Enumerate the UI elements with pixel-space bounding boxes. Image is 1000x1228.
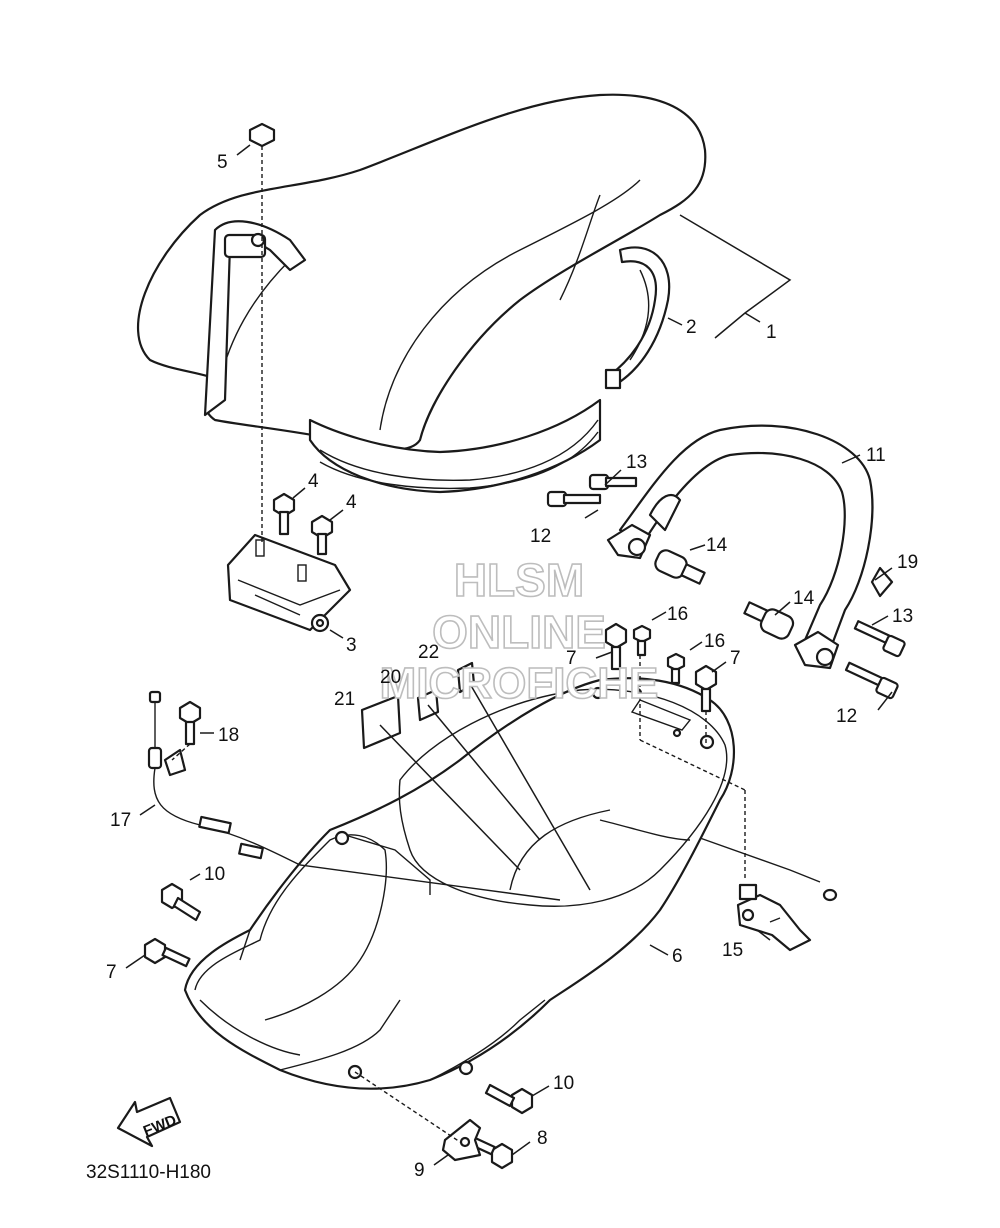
callout-10a: 10 xyxy=(204,864,225,885)
callout-4b: 4 xyxy=(346,492,357,513)
callout-9: 9 xyxy=(414,1160,425,1181)
hinge-stud xyxy=(297,564,307,582)
seat xyxy=(136,93,707,451)
seat-hinge xyxy=(226,533,352,633)
label-19-sticker xyxy=(870,566,894,598)
seat-hinge-bracket xyxy=(203,220,307,417)
callout-5: 5 xyxy=(217,152,228,173)
callout-17: 17 xyxy=(110,810,131,831)
callout-16a: 16 xyxy=(667,604,688,625)
bracket-9 xyxy=(441,1118,482,1162)
callout-1: 1 xyxy=(766,322,777,343)
callout-19: 19 xyxy=(897,552,918,573)
callout-20: 20 xyxy=(380,667,401,688)
watermark-line1: HLSM xyxy=(454,554,584,606)
leader-line xyxy=(379,724,521,871)
leader-line xyxy=(465,676,591,891)
bolt-7-upper-right xyxy=(694,664,718,713)
callout-2: 2 xyxy=(686,317,697,338)
bolt-12-upper xyxy=(546,490,602,508)
leader-line xyxy=(427,704,541,841)
seat-lock-cable xyxy=(147,690,838,902)
watermark-line3: MICROFICHE xyxy=(380,659,659,708)
seat-base xyxy=(308,398,602,494)
bolt-4-right xyxy=(310,514,334,556)
callout-7c: 7 xyxy=(106,962,117,983)
bolt-13-lower xyxy=(853,620,906,658)
callout-14a: 14 xyxy=(706,535,728,556)
hinge-stud xyxy=(255,539,265,557)
callout-18: 18 xyxy=(218,725,239,746)
spacer-14-lower xyxy=(743,601,795,640)
callout-21: 21 xyxy=(334,689,355,710)
nut-5 xyxy=(248,122,276,148)
bolt-10-lower xyxy=(484,1083,534,1115)
callout-8: 8 xyxy=(537,1128,548,1149)
callout-12a: 12 xyxy=(530,526,551,547)
bolt-4-left xyxy=(272,492,296,536)
bolt-7-lower-left xyxy=(143,937,191,968)
grab-bar xyxy=(606,424,874,670)
callout-12b: 12 xyxy=(836,706,857,727)
bolt-18 xyxy=(178,700,202,746)
assembly-line xyxy=(639,739,746,791)
callout-3: 3 xyxy=(346,635,357,656)
callout-11: 11 xyxy=(866,445,886,466)
seat-band xyxy=(604,246,671,390)
assembly-line xyxy=(354,1071,461,1143)
bolt-7-upper-left xyxy=(604,622,628,671)
diagram-code: 32S1110-H180 xyxy=(86,1162,211,1183)
callout-4a: 4 xyxy=(308,471,319,492)
callout-13a: 13 xyxy=(626,452,647,473)
callout-16b: 16 xyxy=(704,631,725,652)
callout-6: 6 xyxy=(672,946,683,967)
callout-10b: 10 xyxy=(553,1073,574,1094)
callout-22: 22 xyxy=(418,642,439,663)
fwd-arrow: FWD xyxy=(116,1096,182,1148)
callout-13b: 13 xyxy=(892,606,913,627)
bolt-12-lower xyxy=(844,661,899,700)
callout-15: 15 xyxy=(722,940,743,961)
watermark-line2: ONLINE xyxy=(432,606,606,658)
bolt-16-right xyxy=(666,652,686,685)
spacer-14-upper xyxy=(654,549,706,585)
seat-lock xyxy=(736,883,812,952)
luggage-box xyxy=(183,677,735,1090)
bolt-16-left xyxy=(632,624,652,657)
callout-leaders xyxy=(125,144,893,1166)
callout-7b: 7 xyxy=(730,648,741,669)
callout-14b: 14 xyxy=(793,588,815,609)
bolt-10-left xyxy=(160,882,202,922)
callout-7a: 7 xyxy=(566,648,577,669)
